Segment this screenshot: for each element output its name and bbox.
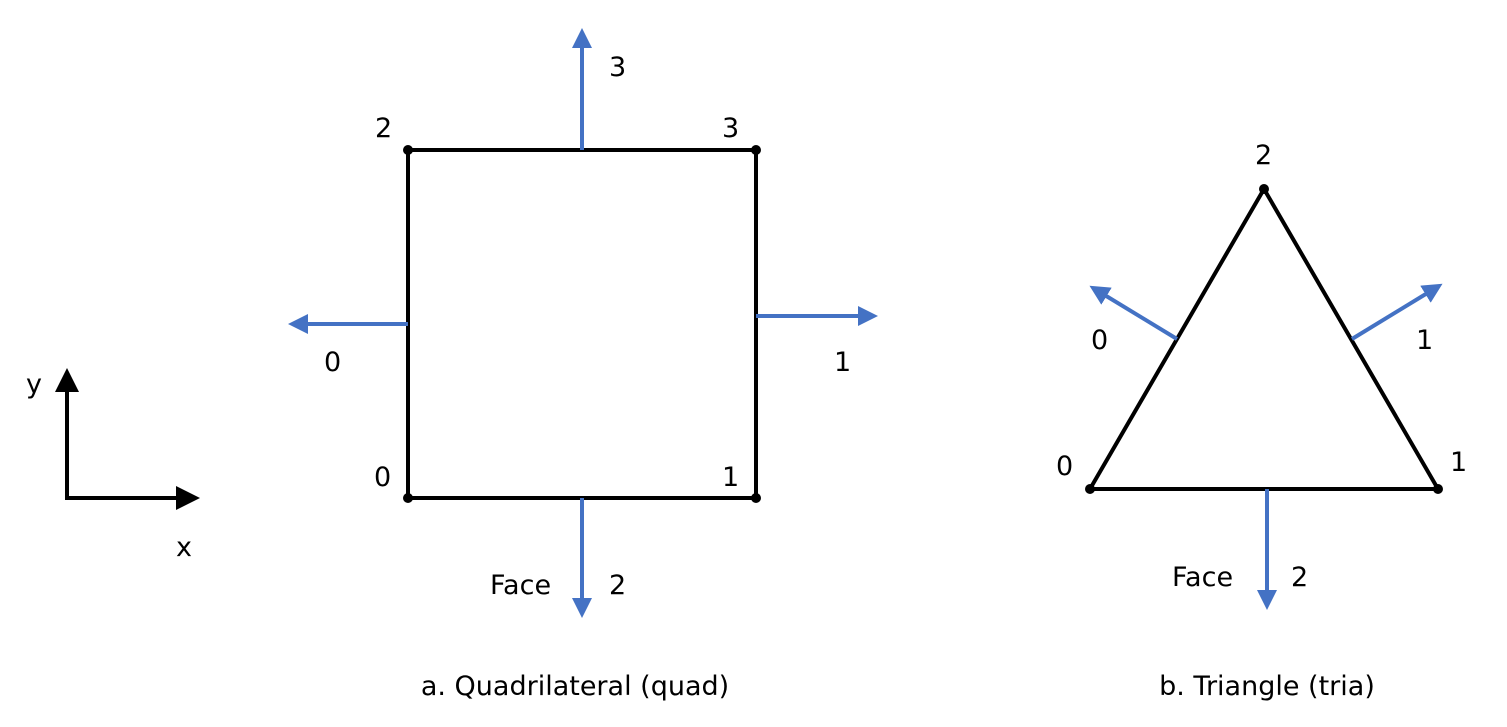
quad-face-label: 0 [324, 347, 341, 378]
x-axis-label: x [176, 532, 192, 563]
tria-vertex-label: 2 [1255, 140, 1272, 171]
quad-vertex-label: 3 [722, 113, 739, 144]
quad-vertex-0 [403, 493, 413, 503]
tria-face-label: 2 [1291, 562, 1308, 593]
tria-face-1-normal [1350, 283, 1443, 341]
tria-vertex-0 [1085, 484, 1095, 494]
tria-outline [1086, 185, 1442, 491]
quad-vertex-label: 2 [375, 113, 392, 144]
quad-vertex-label: 0 [374, 462, 391, 493]
tria-face-word: Face [1172, 562, 1233, 593]
quad-diagram: 2 3 0 1 3 0 1 Face 2 a. Quadrilateral (q… [288, 28, 878, 702]
tria-diagram: 2 0 1 0 1 Face 2 b. Triangle (tria) [1056, 140, 1467, 702]
tria-face-label: 1 [1416, 325, 1433, 356]
coordinate-axes: y x [26, 368, 200, 563]
y-axis-label: y [26, 369, 42, 400]
tria-vertex-label: 1 [1450, 447, 1467, 478]
quad-outline [406, 148, 758, 500]
quad-face-word: Face [490, 570, 551, 601]
tria-face-0-normal [1089, 285, 1179, 341]
quad-vertex-3 [751, 145, 761, 155]
quad-face-label: 3 [609, 52, 626, 83]
tria-vertex-label: 0 [1056, 451, 1073, 482]
quad-face-label: 2 [609, 570, 626, 601]
quad-caption: a. Quadrilateral (quad) [421, 671, 729, 702]
quad-vertex-label: 1 [722, 462, 739, 493]
quad-vertex-2 [403, 145, 413, 155]
tria-vertex-1 [1433, 484, 1443, 494]
quad-face-label: 1 [834, 347, 851, 378]
tria-caption: b. Triangle (tria) [1159, 671, 1375, 702]
tria-vertex-2 [1259, 184, 1269, 194]
quad-vertex-1 [751, 493, 761, 503]
tria-face-label: 0 [1091, 325, 1108, 356]
